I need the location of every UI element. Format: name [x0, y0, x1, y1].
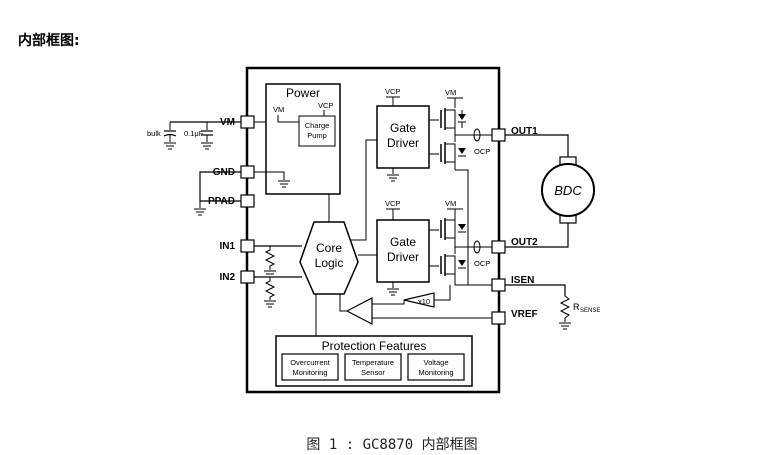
gate-driver-1	[376, 105, 430, 169]
protection-item-2-line2: Sensor	[361, 368, 385, 377]
gate-driver-2-line1: Gate	[390, 235, 416, 249]
pin-out1	[491, 128, 506, 142]
gate-driver-1-vcp: VCP	[385, 87, 400, 96]
ocp-label-2: OCP	[474, 259, 490, 268]
pin-vm	[240, 115, 255, 129]
pin-in2	[240, 270, 255, 284]
hbridge-2-vm: VM	[445, 199, 456, 208]
rsense-label: R	[573, 302, 580, 312]
motor	[541, 163, 595, 217]
amp-gain-label: x10	[418, 297, 430, 306]
protection-item-1-line2: Monitoring	[292, 368, 327, 377]
pin-vref	[491, 311, 506, 325]
gate-driver-1-line1: Gate	[390, 121, 416, 135]
pin-isen-label: ISEN	[511, 275, 534, 286]
pin-vref-label: VREF	[511, 309, 538, 320]
pin-out1-label: OUT1	[511, 126, 538, 137]
bulk-cap-label: bulk	[147, 129, 161, 138]
pin-in1-label: IN1	[219, 241, 235, 252]
protection-item-voltage	[407, 353, 465, 381]
charge-pump-block	[298, 115, 336, 147]
protection-item-3-line2: Monitoring	[418, 368, 453, 377]
section-heading: 内部框图:	[18, 33, 80, 49]
chip-outline	[245, 66, 501, 394]
rsense-sub-label: SENSE	[580, 308, 600, 314]
pin-isen	[491, 278, 506, 292]
core-logic-line1: Core	[316, 241, 342, 255]
pin-out2-label: OUT2	[511, 237, 538, 248]
gate-driver-1-line2: Driver	[387, 136, 419, 150]
comparator	[345, 297, 373, 325]
protection-item-2-line1: Temperature	[352, 358, 394, 367]
pin-gnd	[240, 165, 255, 179]
power-vcp-label: VCP	[318, 101, 333, 110]
pin-in1	[240, 239, 255, 253]
pin-out2	[491, 240, 506, 254]
gate-driver-2-line2: Driver	[387, 250, 419, 264]
ocp-label-1: OCP	[474, 147, 490, 156]
protection-item-overcurrent	[281, 353, 339, 381]
protection-item-1-line1: Overcurrent	[290, 358, 331, 367]
hbridge-1-vm: VM	[445, 88, 456, 97]
charge-pump-line1: Charge	[305, 121, 330, 130]
protection-item-temperature	[344, 353, 402, 381]
power-vm-label: VM	[273, 105, 284, 114]
pin-in2-label: IN2	[219, 272, 235, 283]
motor-label: BDC	[554, 183, 582, 198]
protection-title: Protection Features	[322, 339, 427, 353]
gate-driver-2-vcp: VCP	[385, 199, 400, 208]
gate-driver-2	[376, 219, 430, 283]
decoupling-cap-label: 0.1μF	[184, 129, 204, 138]
core-logic-line2: Logic	[315, 256, 344, 270]
protection-item-3-line1: Voltage	[423, 358, 448, 367]
power-label: Power	[286, 86, 320, 100]
pin-ppad	[240, 194, 255, 208]
figure-caption: 图 1 : GC8870 内部框图	[306, 437, 478, 453]
charge-pump-line2: Pump	[307, 131, 327, 140]
core-logic-block	[299, 221, 359, 295]
